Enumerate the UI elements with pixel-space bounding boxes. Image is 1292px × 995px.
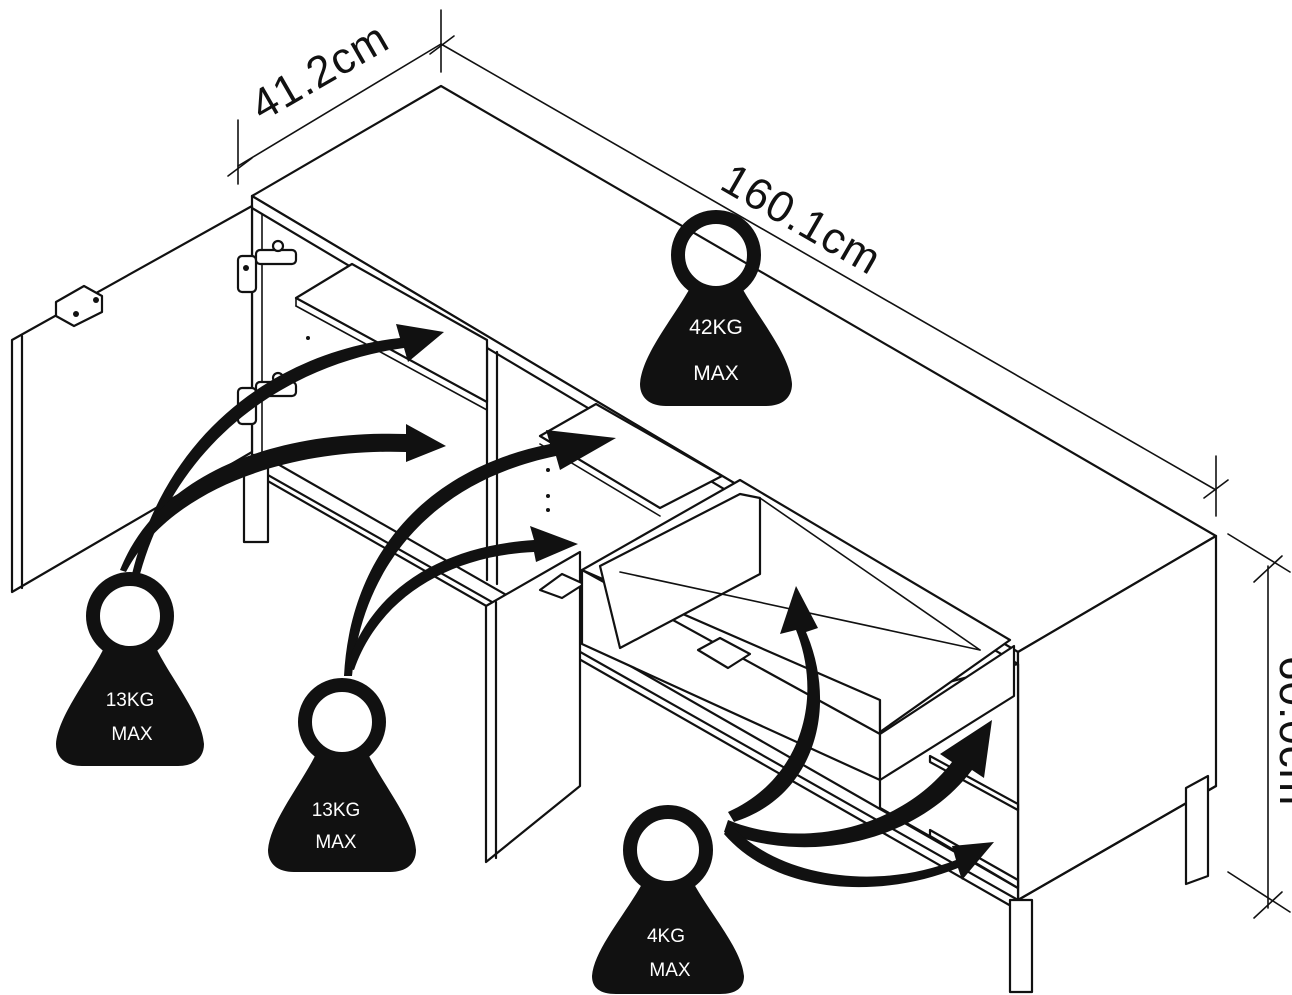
shelf-peg-dots — [306, 336, 550, 512]
door-handle-left — [54, 284, 104, 328]
middle-door — [484, 550, 582, 864]
weight-icon-left-shelf: 13KG MAX — [56, 572, 204, 766]
load-arrows — [120, 324, 994, 888]
weight-icon-top: 42KG MAX — [640, 210, 792, 406]
arrow-middle-shelf-upper — [344, 430, 616, 676]
dimension-lines — [227, 9, 1291, 919]
open-drawer-back — [598, 492, 762, 650]
weight-top-unit: MAX — [693, 362, 739, 385]
weight-drawer-value: 4KG — [647, 926, 685, 947]
arrow-drawer-lower-2 — [724, 824, 994, 888]
weight-top-value: 42KG — [689, 316, 743, 339]
weight-middle-value: 13KG — [312, 800, 361, 821]
depth-dimension-label: 41.2cm — [243, 13, 398, 131]
weight-left-value: 13KG — [106, 690, 155, 711]
weight-drawer-unit: MAX — [649, 960, 691, 981]
drawer-handle — [696, 636, 752, 670]
weight-icon-drawers: 4KG MAX — [592, 805, 744, 994]
arrow-drawer-open — [728, 586, 821, 822]
height-dimension-label: 60.0cm — [1270, 656, 1292, 806]
left-door — [10, 204, 254, 594]
arrow-middle-shelf-lower — [346, 526, 578, 670]
arrow-drawer-lower-1 — [724, 720, 992, 848]
arrow-left-shelf-upper — [132, 324, 444, 574]
weight-icon-middle-shelf: 13KG MAX — [268, 678, 416, 872]
arrow-left-shelf-lower — [120, 424, 446, 572]
cabinet-body — [10, 84, 1218, 994]
weight-middle-unit: MAX — [315, 832, 357, 853]
open-drawer-right — [878, 644, 1016, 782]
weight-left-unit: MAX — [111, 724, 153, 745]
